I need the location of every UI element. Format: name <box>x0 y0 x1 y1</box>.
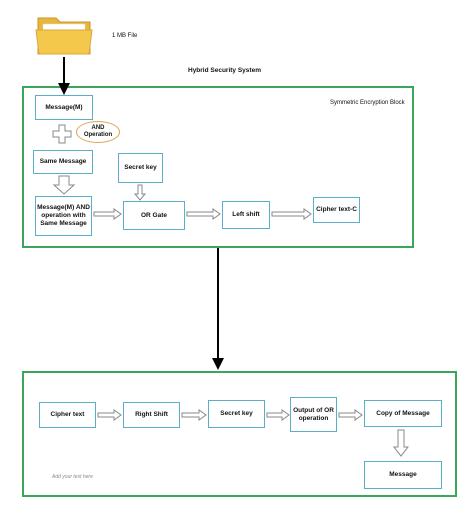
copy-of-message-box: Copy of Message <box>364 400 442 427</box>
arrow-left-to-cipher <box>271 208 312 220</box>
folder-icon <box>34 12 94 58</box>
arrow-key-to-or <box>133 184 147 201</box>
plus-icon <box>52 124 72 144</box>
same-message-box: Same Message <box>33 150 93 174</box>
or-output-box: Output of OR operation <box>290 397 337 432</box>
arrow-or-to-left <box>186 208 221 220</box>
arrow-key-to-or-output <box>266 409 290 421</box>
placeholder-text: Add your text here <box>52 474 93 480</box>
file-label: 1 MB File <box>112 33 138 39</box>
message-output-box: Message <box>364 461 442 489</box>
cipher-text-box: Cipher text <box>39 402 96 428</box>
and-result-box: Message(M) AND operation with Same Messa… <box>35 196 92 236</box>
message-box: Message(M) <box>35 95 93 120</box>
arrow-copy-to-message <box>392 429 410 457</box>
arrow-or-to-copy <box>338 409 363 421</box>
encryption-block <box>22 86 414 248</box>
diagram-title: Hybrid Security System <box>188 67 261 74</box>
decryption-block <box>22 371 457 497</box>
cipher-text-c-box: Cipher text-C <box>313 197 360 223</box>
or-gate-box: OR Gate <box>123 201 185 230</box>
arrow-right-to-key <box>181 409 207 421</box>
arrow-cipher-to-right <box>97 409 122 421</box>
secret-key-box: Secret key <box>118 153 163 183</box>
and-operation-oval: AND Operation <box>76 121 120 143</box>
arrow-and-to-or <box>93 208 122 220</box>
encryption-block-label: Symmetric Encryption Block <box>330 100 405 106</box>
right-shift-box: Right Shift <box>123 402 180 428</box>
arrow-same-to-and-result <box>52 175 76 195</box>
secret-key-box-decrypt: Secret key <box>208 400 265 428</box>
left-shift-box: Left shift <box>222 201 270 229</box>
